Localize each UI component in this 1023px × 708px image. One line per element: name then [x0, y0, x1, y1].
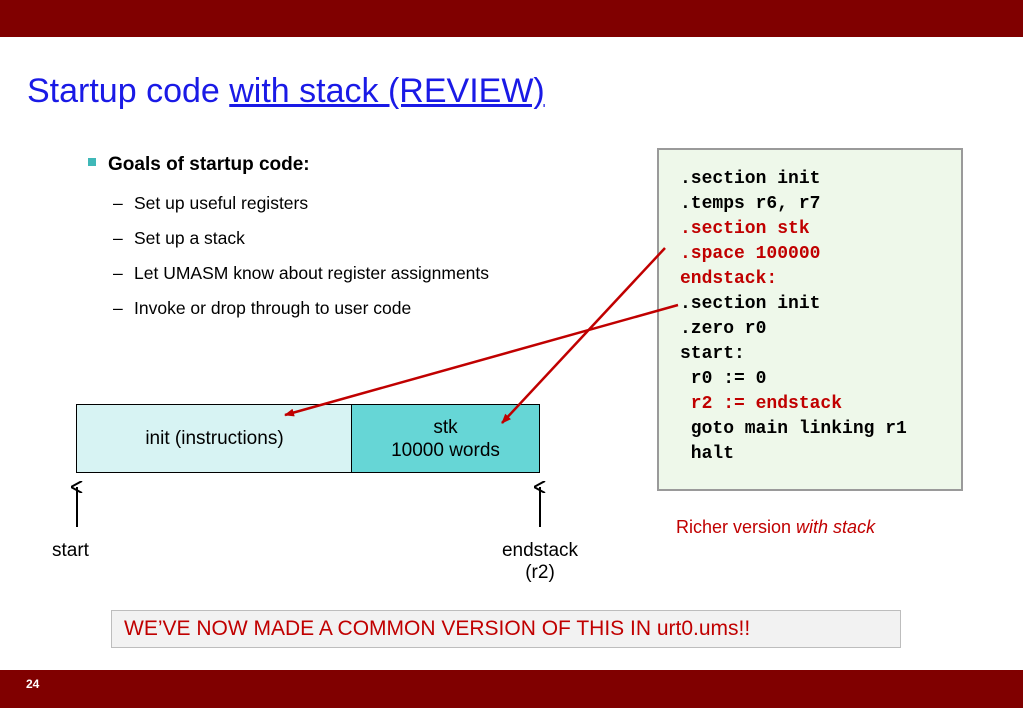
code-caption: Richer version with stack	[676, 517, 875, 538]
sub-bullet-3: –Let UMASM know about register assignmen…	[113, 263, 490, 283]
endstack-label-line2: (r2)	[525, 562, 555, 583]
code-line: .section init	[680, 294, 821, 314]
endstack-label-line1: endstack	[501, 540, 579, 561]
code-line: goto main linking r1	[680, 419, 907, 439]
top-bar	[0, 0, 1023, 37]
endstack-label: endstack (r2)	[490, 540, 590, 584]
bullet-goals-text: Goals of startup code:	[108, 154, 310, 175]
bullet-goals: Goals of startup code:	[88, 154, 310, 176]
start-label: start	[52, 540, 89, 561]
code-line: .zero r0	[680, 319, 767, 339]
sub-bullet-4: –Invoke or drop through to user code	[113, 298, 412, 318]
sub-bullet-2-text: Set up a stack	[134, 228, 245, 248]
init-section-box: init (instructions)	[76, 404, 353, 473]
sub-bullet-1-text: Set up useful registers	[134, 193, 309, 213]
bottom-bar: 24	[0, 670, 1023, 708]
sub-bullet-2: –Set up a stack	[113, 228, 245, 248]
slide-title: Startup code with stack (REVIEW)	[27, 72, 545, 111]
common-version-banner: WE’VE NOW MADE A COMMON VERSION OF THIS …	[111, 610, 901, 648]
sub-bullet-3-text: Let UMASM know about register assignment…	[134, 263, 490, 283]
caption-italic: with stack	[796, 517, 876, 537]
init-section-label: init (instructions)	[145, 427, 284, 449]
arrow-to-init	[284, 303, 679, 417]
title-underlined-link[interactable]: with stack (REVIEW)	[229, 72, 545, 110]
code-line-highlight: .section stk	[680, 219, 810, 239]
stk-section-size: 10000 words	[391, 439, 500, 461]
code-line-highlight: .space 100000	[680, 244, 821, 264]
code-line: halt	[680, 444, 735, 464]
code-line-highlight: r2 := endstack	[680, 394, 843, 414]
page-number: 24	[26, 677, 40, 691]
code-line-highlight: endstack:	[680, 269, 778, 289]
caption-text: Richer version	[676, 517, 797, 537]
stk-section-label: stk	[433, 416, 458, 438]
arrow-to-stk	[501, 247, 666, 424]
code-line: .section init	[680, 169, 821, 189]
sub-bullet-4-text: Invoke or drop through to user code	[134, 298, 412, 318]
code-line: .temps r6, r7	[680, 194, 821, 214]
code-line: start:	[680, 344, 745, 364]
title-plain: Startup code	[27, 72, 230, 110]
square-bullet-icon	[88, 157, 96, 166]
banner-text: WE’VE NOW MADE A COMMON VERSION OF THIS …	[124, 617, 751, 640]
sub-bullet-1: –Set up useful registers	[113, 193, 309, 213]
code-box: .section init .temps r6, r7 .section stk…	[657, 148, 963, 491]
code-line: r0 := 0	[680, 369, 767, 389]
